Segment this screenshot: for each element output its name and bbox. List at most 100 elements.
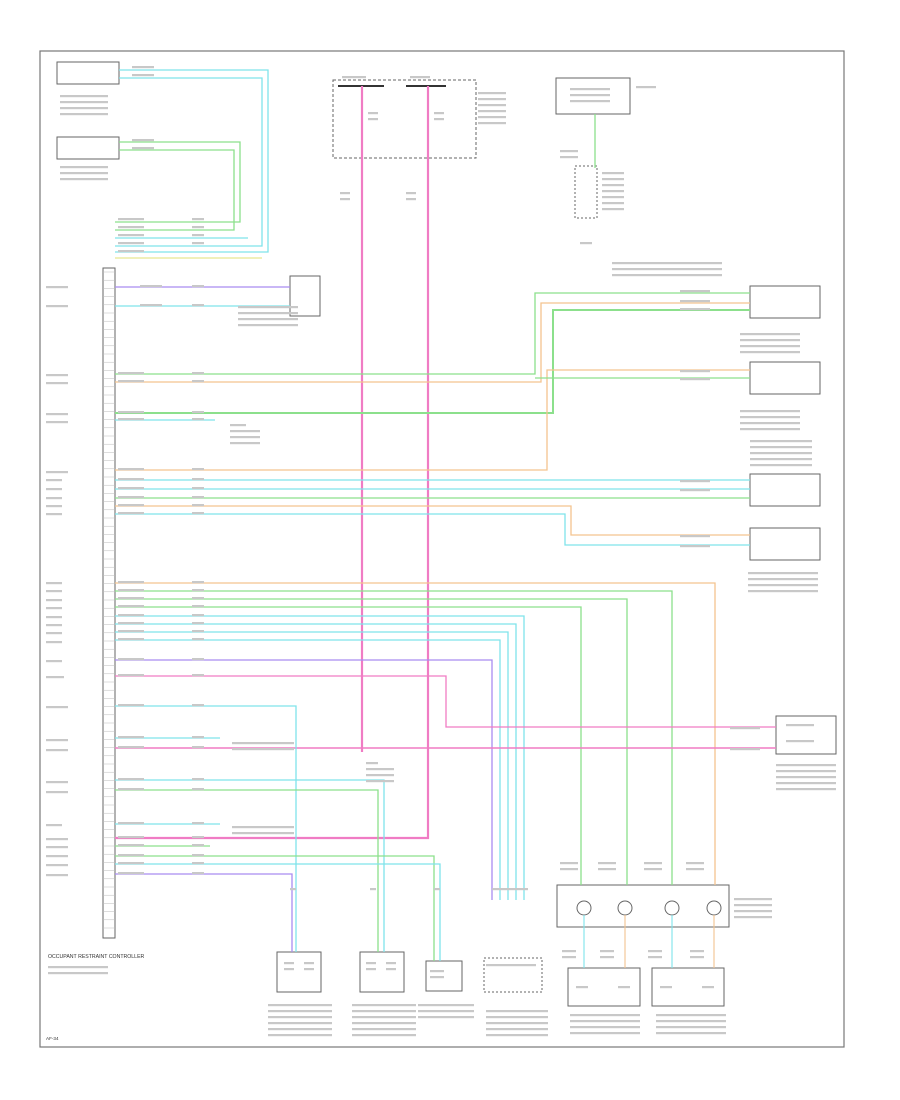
wire-label-text <box>118 622 144 625</box>
wire-label-text <box>680 290 710 293</box>
wire-label-text <box>192 380 204 383</box>
wire-label-text <box>368 112 378 115</box>
wire-label-text <box>118 862 144 865</box>
wire-label-text <box>192 234 204 237</box>
wire-occupant-1 <box>115 615 525 900</box>
wire-label-text <box>118 411 144 414</box>
wire-label-text <box>46 676 64 679</box>
wire-label-text <box>46 421 68 424</box>
wire-label-text <box>366 968 376 971</box>
wire-label-text <box>192 418 204 421</box>
wire-label-text <box>656 1032 726 1035</box>
wire-label-text <box>192 242 204 245</box>
wire-label-text <box>486 1034 548 1037</box>
wire-label-text <box>118 597 144 600</box>
wire-label-text <box>132 147 154 150</box>
wire-label-text <box>118 614 144 617</box>
wire-label-text <box>690 956 704 959</box>
wire-label-text <box>612 274 722 277</box>
wire-label-text <box>478 110 506 113</box>
wire-label-text <box>366 962 376 965</box>
wire-label-text <box>192 736 204 739</box>
wire-label-text <box>478 116 506 119</box>
wire-label-text <box>740 416 800 419</box>
wire-label-text <box>740 422 800 425</box>
wire-label-text <box>192 285 204 288</box>
wire-label-text <box>660 986 672 989</box>
wire-label-text <box>430 976 444 979</box>
wire-label-text <box>740 339 800 342</box>
wire-label-text <box>192 411 204 414</box>
wire-label-text <box>46 413 68 416</box>
wire-label-text <box>46 590 62 593</box>
wire-right-curtain-1 <box>115 505 750 536</box>
wire-label-text <box>118 704 144 707</box>
wire-label-text <box>644 868 662 871</box>
wire-label-text <box>192 778 204 781</box>
wire-label-text <box>492 888 528 891</box>
wire-label-text <box>46 706 68 709</box>
wire-label-text <box>366 774 394 777</box>
wire-label-text <box>352 1016 416 1019</box>
wire-label-text <box>118 854 144 857</box>
wire-label-text <box>132 74 154 77</box>
wire-label-text <box>434 118 444 121</box>
wire-label-text <box>304 962 314 965</box>
wire-label-text <box>648 950 662 953</box>
wire-label-text <box>192 822 204 825</box>
wire-label-text <box>370 888 376 891</box>
wire-label-text <box>46 749 68 752</box>
front-airbag-squib-module <box>556 884 730 928</box>
wire-label-text <box>386 968 396 971</box>
wire-label-text <box>430 970 444 973</box>
wire-label-text <box>60 166 108 169</box>
wire-label-text <box>118 242 144 245</box>
wire-label-text <box>192 746 204 749</box>
wire-label-text <box>60 178 108 181</box>
wire-left-door-1 <box>115 369 750 471</box>
wire-label-text <box>118 581 144 584</box>
wire-label-text <box>118 512 144 515</box>
wire-label-text <box>46 471 68 474</box>
wire-driver-belt-2 <box>115 149 235 231</box>
wire-occupant-4 <box>115 639 501 900</box>
wire-label-text <box>118 226 144 229</box>
wire-label-text <box>46 791 68 794</box>
wire-label-text <box>580 242 592 245</box>
wire-label-text <box>618 986 630 989</box>
wire-label-text <box>46 479 62 482</box>
wire-label-text <box>192 496 204 499</box>
wire-label-text <box>560 862 578 865</box>
wire-label-text <box>434 888 440 891</box>
wire-label-text <box>232 832 294 835</box>
wire-label-text <box>734 898 772 901</box>
wire-right-curtain-2 <box>115 513 750 546</box>
wire-label-text <box>570 94 610 97</box>
wire-squib-4 <box>115 606 582 885</box>
wire-passenger-belt-2 <box>115 77 263 247</box>
wire-label-text <box>600 950 614 953</box>
wire-label-text <box>46 846 68 849</box>
wire-label-text <box>560 150 578 153</box>
wire-label-text <box>192 638 204 641</box>
wire-label-text <box>690 950 704 953</box>
seat-position-switch <box>574 165 598 219</box>
wire-label-text <box>118 822 144 825</box>
wire-label-text <box>232 748 294 751</box>
wire-label-text <box>46 374 68 377</box>
wire-label-text <box>570 1020 640 1023</box>
wire-label-text <box>486 964 536 967</box>
wire-label-text <box>680 378 710 381</box>
wire-label-text <box>192 605 204 608</box>
wire-label-text <box>340 198 350 201</box>
wire-right-door-1 <box>115 292 750 375</box>
driver-seat-belt-sensor <box>56 136 120 160</box>
wire-label-text <box>48 972 108 975</box>
wire-label-text <box>118 380 144 383</box>
wire-label-text <box>740 351 800 354</box>
wire-label-text <box>46 660 62 663</box>
wire-label-text <box>46 624 62 627</box>
wire-label-text <box>118 736 144 739</box>
wire-label-text <box>192 487 204 490</box>
wire-label-text <box>118 504 144 507</box>
